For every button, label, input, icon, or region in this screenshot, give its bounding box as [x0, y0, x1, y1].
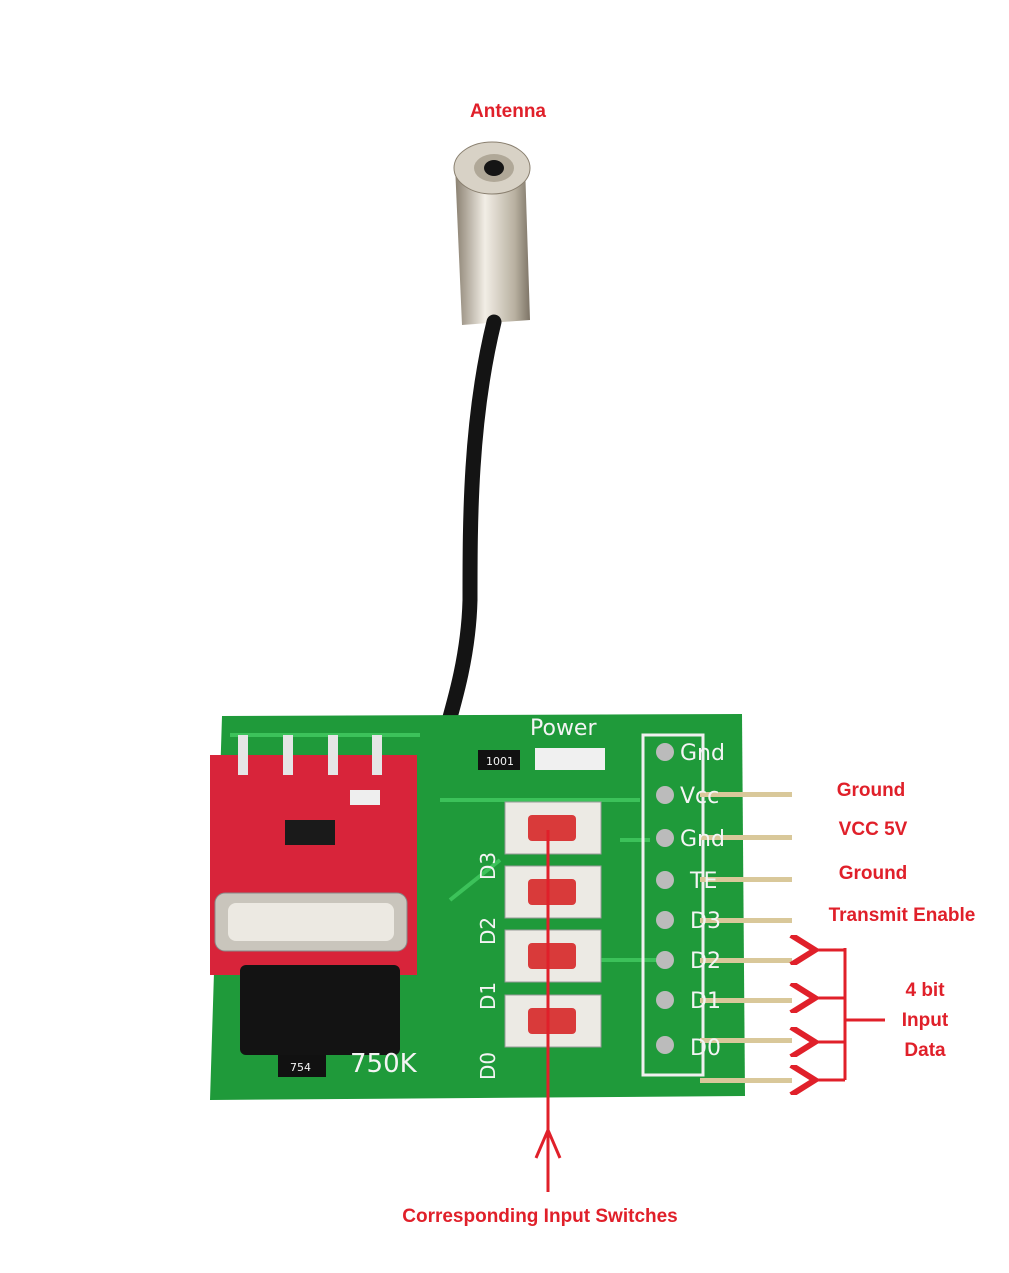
label-input-data-1: 4 bit	[905, 980, 945, 1001]
pin-label: D3	[690, 909, 721, 934]
label-input-switches: Corresponding Input Switches	[402, 1206, 678, 1227]
oscillator-label: 750K	[350, 1049, 418, 1079]
input-switch	[504, 801, 602, 855]
pcb-board: 1001 754 750K Power Gnd Vcc Gnd TE D3 D2…	[210, 714, 792, 1100]
label-transmit-enable: Transmit Enable	[828, 905, 976, 926]
switch-label: D2	[476, 917, 500, 945]
label-vcc: VCC 5V	[838, 819, 908, 840]
switch-label: D3	[476, 852, 500, 880]
antenna-connector	[453, 141, 531, 325]
encoder-chip	[240, 965, 400, 1055]
label-input-data-2: Input	[901, 1010, 949, 1031]
label-input-data-3: Data	[904, 1040, 946, 1061]
input-switch	[504, 929, 602, 983]
pin-label: Gnd	[680, 827, 725, 852]
switch-label: D1	[476, 982, 500, 1010]
pin-label: D1	[690, 989, 721, 1014]
annotation-arrows	[534, 830, 885, 1192]
power-label: Power	[530, 716, 597, 741]
label-ground-2: Ground	[838, 863, 908, 884]
header-pins	[656, 743, 792, 1083]
pin-label: Gnd	[680, 741, 725, 766]
input-switch	[504, 865, 602, 919]
resistor-label: 1001	[486, 755, 514, 768]
pin-label: D0	[690, 1036, 721, 1061]
label-antenna: Antenna	[470, 101, 546, 122]
resistor-label: 754	[290, 1061, 311, 1074]
pin-label: D2	[690, 949, 721, 974]
pin-label: Vcc	[680, 784, 719, 809]
power-led	[535, 748, 605, 770]
label-ground-1: Ground	[836, 780, 906, 801]
switch-label: D0	[476, 1052, 500, 1080]
input-switch	[504, 994, 602, 1048]
arrow-up-icon	[534, 1126, 562, 1159]
pin-label: TE	[689, 869, 717, 894]
